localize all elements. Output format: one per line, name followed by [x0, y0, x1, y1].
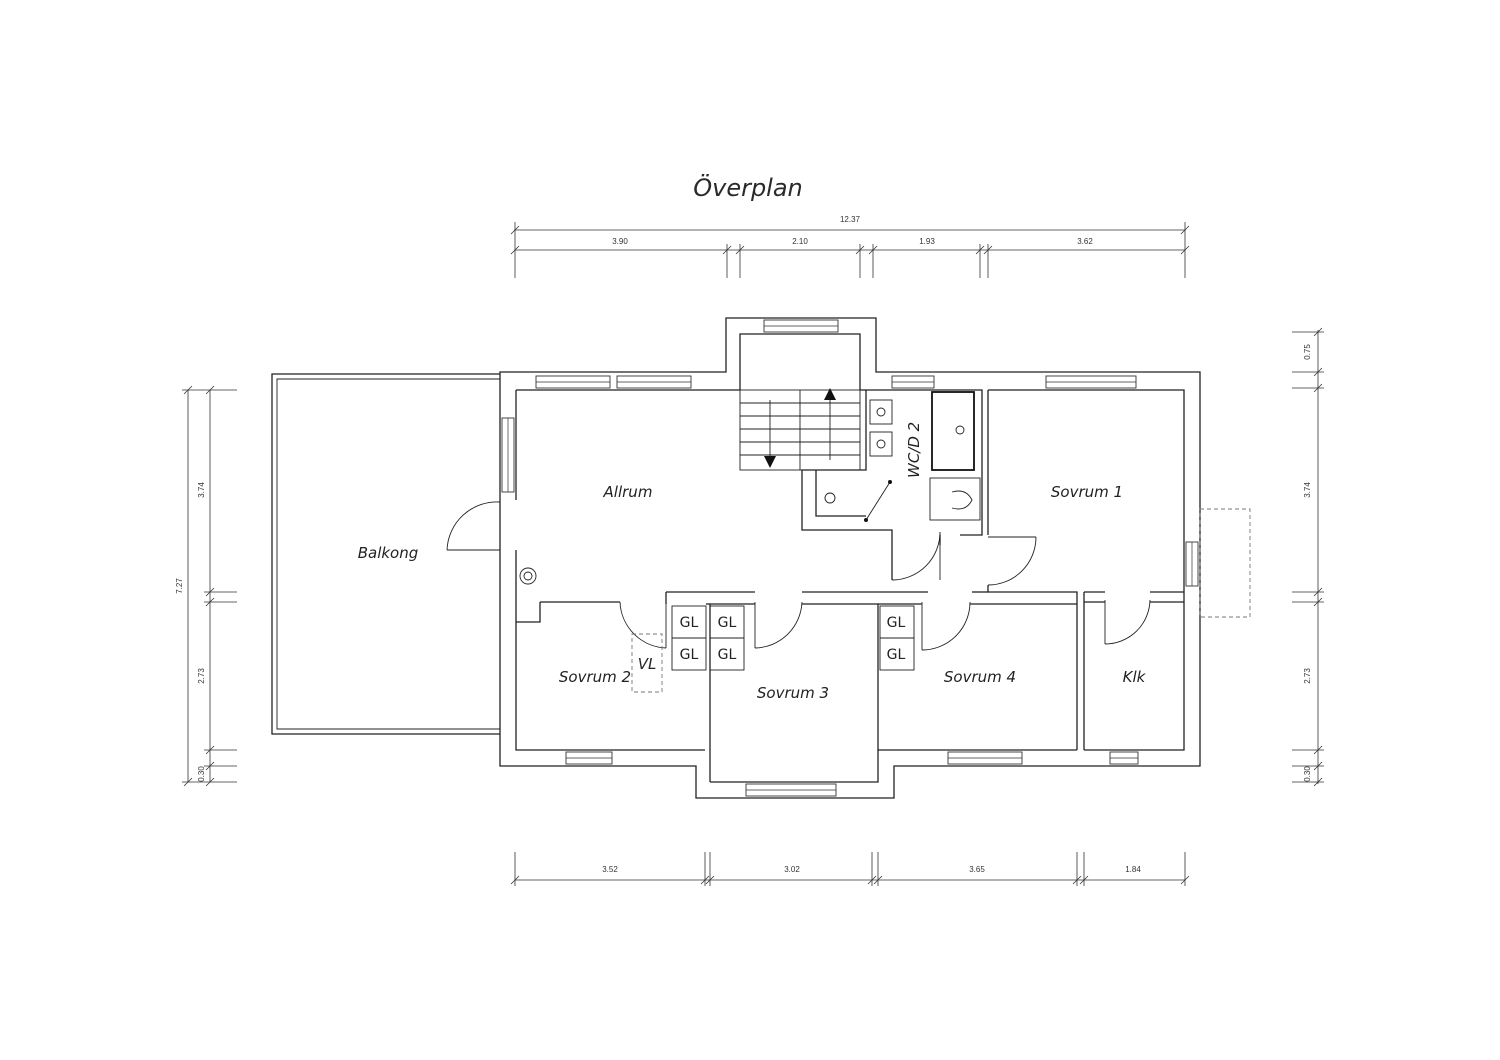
- closet-gl-4: GL: [718, 647, 737, 663]
- dim-top-seg-2: 2.10: [792, 237, 808, 246]
- sink-icon: [869, 431, 893, 457]
- right-dimensions: 0.75 3.74 2.73 0.30: [1292, 327, 1324, 787]
- dim-left-total: 7.27: [175, 578, 184, 594]
- plan-title: Överplan: [693, 173, 803, 202]
- top-dimensions: 12.37 3.90 2.10 1.93 3.62: [510, 215, 1190, 278]
- bathtub-icon: [931, 391, 975, 471]
- closet-gl-2: GL: [680, 647, 699, 663]
- dim-bottom-seg-3: 3.65: [969, 865, 985, 874]
- room-label-sovrum-4: Sovrum 4: [944, 668, 1016, 686]
- dim-right-seg-3: 2.73: [1303, 668, 1312, 684]
- dim-top-total: 12.37: [840, 215, 861, 224]
- stair-up-arrow-icon: [824, 388, 836, 400]
- bathroom: WC/D 2: [801, 389, 983, 581]
- shower-icon: [824, 492, 836, 504]
- room-label-klk: Klk: [1123, 668, 1147, 686]
- balcony: [271, 373, 500, 735]
- sink-icon: [869, 399, 893, 425]
- closet-gl-5: GL: [887, 615, 906, 631]
- staircase: [739, 388, 861, 471]
- left-dimensions: 7.27 3.74 2.73 0.30: [175, 385, 237, 787]
- windows: [501, 319, 1199, 797]
- chimney-icon: [519, 567, 537, 585]
- dim-bottom-seg-1: 3.52: [602, 865, 618, 874]
- dim-top-seg-3: 1.93: [919, 237, 935, 246]
- dim-top-seg-1: 3.90: [612, 237, 628, 246]
- dim-right-seg-4: 0.30: [1303, 766, 1312, 782]
- room-labels: Balkong Allrum Sovrum 1 Sovrum 2 Sovrum …: [358, 483, 1147, 702]
- exterior-walls: [499, 317, 1201, 799]
- dim-top-seg-4: 3.62: [1077, 237, 1093, 246]
- dim-right-seg-2: 3.74: [1303, 482, 1312, 498]
- closets: GL GL GL GL GL GL VL: [631, 605, 915, 693]
- room-label-sovrum-1: Sovrum 1: [1051, 483, 1123, 501]
- dim-bottom-seg-4: 1.84: [1125, 865, 1141, 874]
- closet-gl-6: GL: [887, 647, 906, 663]
- interior-walls: [446, 501, 1077, 750]
- room-label-allrum: Allrum: [603, 483, 653, 501]
- stair-down-arrow-icon: [764, 456, 776, 468]
- dim-right-seg-1: 0.75: [1303, 344, 1312, 360]
- toilet-icon: [951, 490, 973, 510]
- closet-vl: VL: [638, 655, 657, 673]
- room-label-sovrum-3: Sovrum 3: [757, 684, 829, 702]
- closet-gl-1: GL: [680, 615, 699, 631]
- room-label-wc-d2: WC/D 2: [905, 422, 923, 478]
- dim-bottom-seg-2: 3.02: [784, 865, 800, 874]
- exterior-step: [1199, 508, 1251, 618]
- dim-left-seg-2: 2.73: [197, 668, 206, 684]
- dim-left-seg-3: 0.30: [197, 766, 206, 782]
- room-label-balkong: Balkong: [358, 544, 419, 562]
- room-label-sovrum-2: Sovrum 2: [559, 668, 631, 686]
- dim-left-seg-1: 3.74: [197, 482, 206, 498]
- bedroom-1: [987, 390, 1251, 750]
- bottom-dimensions: 3.52 3.02 3.65 1.84: [510, 852, 1190, 886]
- closet-gl-3: GL: [718, 615, 737, 631]
